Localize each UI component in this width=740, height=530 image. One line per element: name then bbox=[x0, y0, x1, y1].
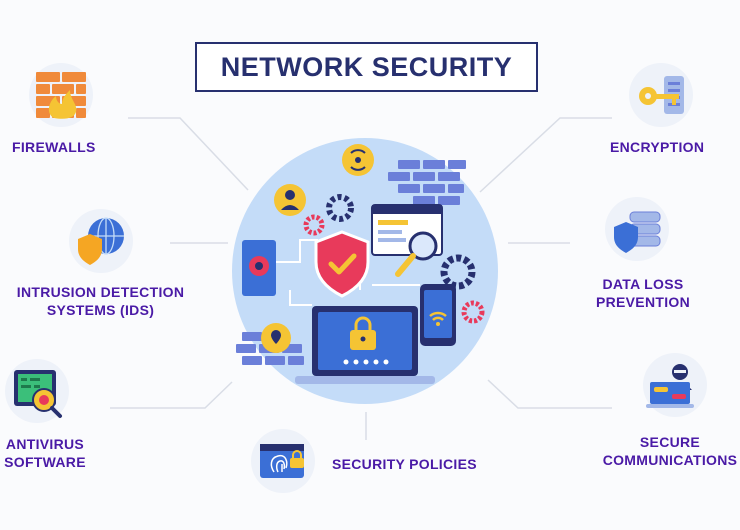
antivirus-label-line2: SOFTWARE bbox=[4, 454, 86, 470]
title-box: NETWORK SECURITY bbox=[195, 42, 538, 92]
secure-comm-label: SECURE COMMUNICATIONS bbox=[595, 433, 740, 469]
shield-globe-icon bbox=[68, 208, 134, 279]
hard-drive-icon bbox=[242, 240, 276, 296]
dlp-label-line2: PREVENTION bbox=[595, 294, 690, 310]
ids-label-line2: SYSTEMS (IDS) bbox=[46, 302, 155, 318]
fingerprint-policy-icon bbox=[250, 428, 316, 499]
key-icon bbox=[628, 62, 694, 133]
database-shield-icon bbox=[604, 196, 670, 267]
gear-icon bbox=[326, 194, 354, 222]
dlp-label-line1: DATA LOSS bbox=[602, 276, 684, 292]
connector-firewalls bbox=[128, 117, 249, 191]
ids-label-line1: INTRUSION DETECTION bbox=[16, 284, 185, 300]
connector-encryption bbox=[479, 117, 612, 193]
dlp-label: DATA LOSS PREVENTION bbox=[578, 275, 708, 311]
location-pin-icon bbox=[261, 323, 291, 353]
laptop-lock-icon bbox=[295, 306, 435, 384]
policies-label: SECURITY POLICIES bbox=[332, 456, 477, 472]
secure-comm-label-line2: COMMUNICATIONS bbox=[602, 452, 738, 468]
gear-icon bbox=[461, 300, 485, 324]
shield-check-icon bbox=[314, 230, 370, 298]
secure-comm-label-line1: SECURE bbox=[639, 434, 701, 450]
connector-secure-comm bbox=[487, 379, 612, 409]
ids-label: INTRUSION DETECTION SYSTEMS (IDS) bbox=[8, 283, 193, 319]
gear-icon bbox=[440, 254, 476, 290]
firewalls-label: FIREWALLS bbox=[12, 139, 96, 155]
connector-antivirus bbox=[110, 381, 233, 409]
user-icon bbox=[274, 184, 306, 216]
wifi-signal-icon bbox=[342, 144, 374, 176]
brick-wall-icon bbox=[388, 160, 466, 205]
smartphone-wifi-icon bbox=[420, 284, 456, 346]
encryption-label: ENCRYPTION bbox=[610, 139, 705, 155]
magnifier-icon bbox=[395, 231, 438, 277]
antivirus-label: ANTIVIRUS SOFTWARE bbox=[0, 435, 94, 471]
firewall-icon bbox=[28, 62, 94, 133]
gear-icon bbox=[303, 214, 325, 236]
hacker-laptop-icon bbox=[642, 352, 708, 423]
page-title: NETWORK SECURITY bbox=[220, 51, 513, 82]
antivirus-label-line1: ANTIVIRUS bbox=[5, 436, 85, 452]
antivirus-scan-icon bbox=[4, 358, 70, 429]
